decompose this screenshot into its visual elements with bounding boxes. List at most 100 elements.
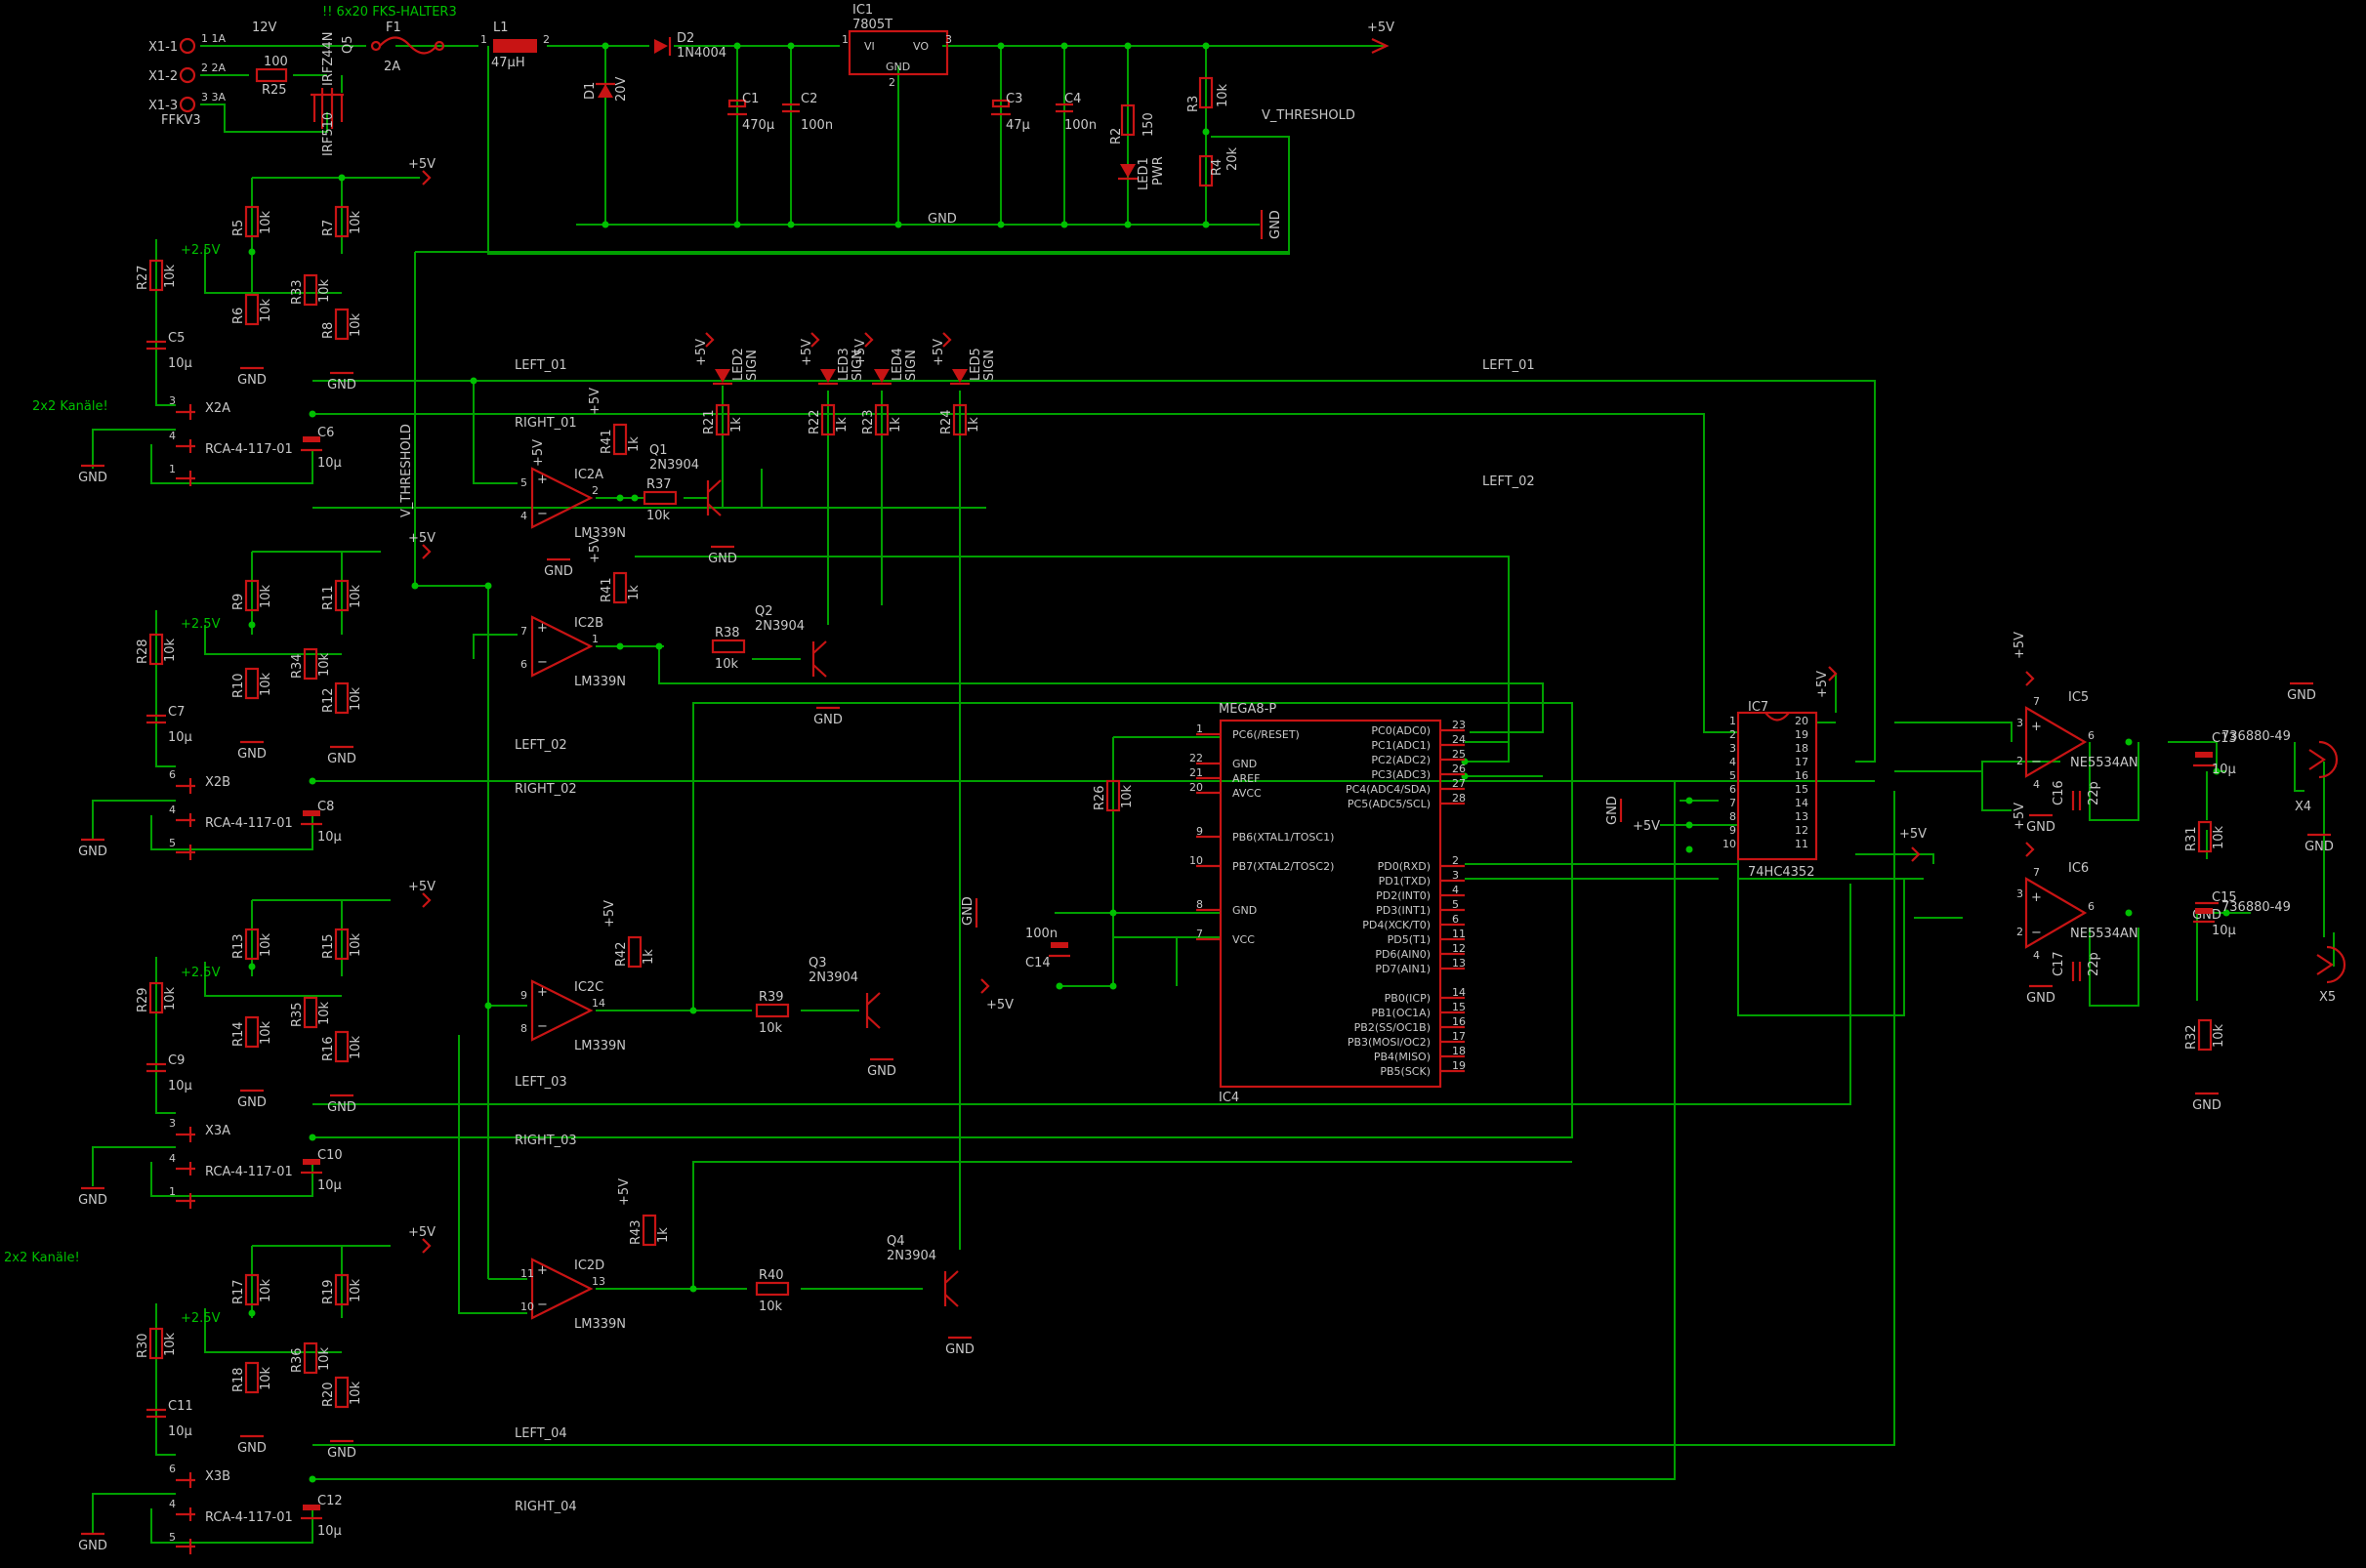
ch4-rbot-value: 10k <box>259 1366 273 1390</box>
led4-symbol <box>874 369 890 383</box>
ch2-rin2-name: R12 <box>321 687 336 713</box>
net-right-01: RIGHT_01 <box>515 416 577 431</box>
ch4-rtop-value: 10k <box>259 1278 273 1302</box>
c4-name: C4 <box>1064 92 1081 106</box>
ic2a-rb-name: R37 <box>646 477 672 492</box>
resistor-r16 <box>334 1030 350 1063</box>
resistor-r10 <box>244 667 260 700</box>
ch2-pin-b: 4 <box>169 804 176 816</box>
ch3-rbias-value: 10k <box>163 986 178 1011</box>
ch3-rmid-name: R35 <box>290 1002 305 1027</box>
mux-pin-right-12: 12 <box>1795 824 1808 837</box>
led3-value: SIGN <box>851 350 865 381</box>
diode-d2 <box>654 37 672 56</box>
ic1-vo: VO <box>913 40 929 53</box>
mcu-pin-num-6: 6 <box>1452 913 1459 926</box>
mcu-pin-label-23: PC0(ADC0) <box>1371 724 1431 737</box>
ch3-gnd1-label: GND <box>237 1095 267 1110</box>
ch4-cap-bias <box>146 1408 166 1419</box>
mux-pin-right-15: 15 <box>1795 783 1808 796</box>
ch1-rmid-name: R33 <box>290 279 305 305</box>
resistor-r25 <box>255 67 288 83</box>
mux-vplus-top-label: +5V <box>1815 671 1830 698</box>
ch1-rin2-name: R8 <box>321 322 336 339</box>
ic2a-vplus: +5V <box>531 439 546 467</box>
r23-res-value: 1k <box>889 417 903 433</box>
ch1-rtop-value: 10k <box>259 210 273 234</box>
net-left-01: LEFT_01 <box>515 358 567 373</box>
mux-pin-right-20: 20 <box>1795 715 1808 727</box>
mcu-gnd-label: GND <box>961 896 975 926</box>
ch3-cap-couple <box>303 1159 320 1165</box>
mcu-pin-label-18: PB4(MISO) <box>1374 1051 1431 1063</box>
q1-transistor <box>706 479 722 516</box>
ic2b-plus: + <box>537 621 548 636</box>
net-left-03: LEFT_03 <box>515 1075 567 1090</box>
mux-pin-left-8: 8 <box>1729 810 1736 823</box>
resistor-r12 <box>334 681 350 715</box>
resistor-r26 <box>1105 779 1121 812</box>
ic2b-rb-name: R38 <box>715 626 740 640</box>
x4-tip <box>2308 749 2326 770</box>
fuse-f1 <box>370 36 445 55</box>
ch1-cap-couple <box>303 436 320 442</box>
ch2-ccouple-name: C8 <box>317 800 334 814</box>
ch2-rca-type: RCA-4-117-01 <box>205 816 293 831</box>
r22-res-value: 1k <box>835 417 850 433</box>
ch2-rtop-name: R9 <box>231 594 246 610</box>
mux-74hc4352: IC774HC435212345678910201918171615141312… <box>1605 666 1927 880</box>
ic2a-pin-minus: 4 <box>520 510 527 522</box>
r32-res-name: R32 <box>2184 1024 2199 1050</box>
ch1-rbias-value: 10k <box>163 264 178 288</box>
ic2a-rb-value: 10k <box>646 509 671 523</box>
mcu-r26-name: R26 <box>1093 785 1107 810</box>
ch1-cbias-value: 10µ <box>168 356 192 371</box>
resistor-r36 <box>303 1341 318 1375</box>
mcu-pin-label-14: PB0(ICP) <box>1385 992 1431 1005</box>
mcu-pin-label-28: PC5(ADC5/SCL) <box>1348 798 1431 810</box>
ic2b-type: LM339N <box>574 675 626 689</box>
junctions <box>248 42 2230 1483</box>
resistor-r18 <box>244 1361 260 1394</box>
mcu-pin-num-10: 10 <box>1189 854 1203 867</box>
ic2c-type: LM339N <box>574 1039 626 1053</box>
ch4-rin1-value: 10k <box>349 1278 363 1302</box>
ch4-gnd3-label: GND <box>78 1539 107 1553</box>
ic5-vplus-label: +5V <box>2013 632 2027 659</box>
q3-type: 2N3904 <box>809 970 858 985</box>
x1-1-label: X1-1 <box>148 40 178 55</box>
ch4-cap-couple <box>303 1505 320 1510</box>
ch1-rca-type: RCA-4-117-01 <box>205 442 293 457</box>
resistor-r20 <box>334 1376 350 1409</box>
ch1-rin2-value: 10k <box>349 312 363 337</box>
ch1-v25-label: +2.5V <box>181 243 221 258</box>
net-threshold-vert: V_THRESHOLD <box>399 424 414 517</box>
ch3-gnd3-label: GND <box>78 1193 107 1208</box>
mcu-pin-label-20: AVCC <box>1232 787 1262 800</box>
ic2d-triangle <box>530 1258 594 1320</box>
resistor-r32 <box>2197 1018 2213 1052</box>
ch3-x-name: X3A <box>205 1124 230 1138</box>
ch4-rin2-value: 10k <box>349 1381 363 1405</box>
ch2-rin1-value: 10k <box>349 584 363 608</box>
led3-symbol <box>820 369 836 383</box>
ch1-rbias-name: R27 <box>136 265 150 290</box>
q4-gnd-label: GND <box>945 1342 975 1357</box>
r32-res-value: 10k <box>2212 1023 2226 1048</box>
led3-name: LED3 <box>837 348 851 381</box>
ch2-rmid-value: 10k <box>317 652 332 677</box>
x1-type: FFKV3 <box>161 113 201 128</box>
resistor-r15 <box>334 928 350 961</box>
q4-type: 2N3904 <box>887 1249 936 1263</box>
wires <box>92 45 2335 1544</box>
ch3-rmid-value: 10k <box>317 1001 332 1025</box>
c2-name: C2 <box>801 92 817 106</box>
mux-vplus-right-arrow <box>1911 846 1921 862</box>
ic6-gnd-label: GND <box>2026 991 2055 1006</box>
ic2b-pin-plus: 7 <box>520 625 527 638</box>
ic2b-rpull-value: 1k <box>627 585 642 600</box>
ch1-pin-c: 1 <box>169 463 176 475</box>
